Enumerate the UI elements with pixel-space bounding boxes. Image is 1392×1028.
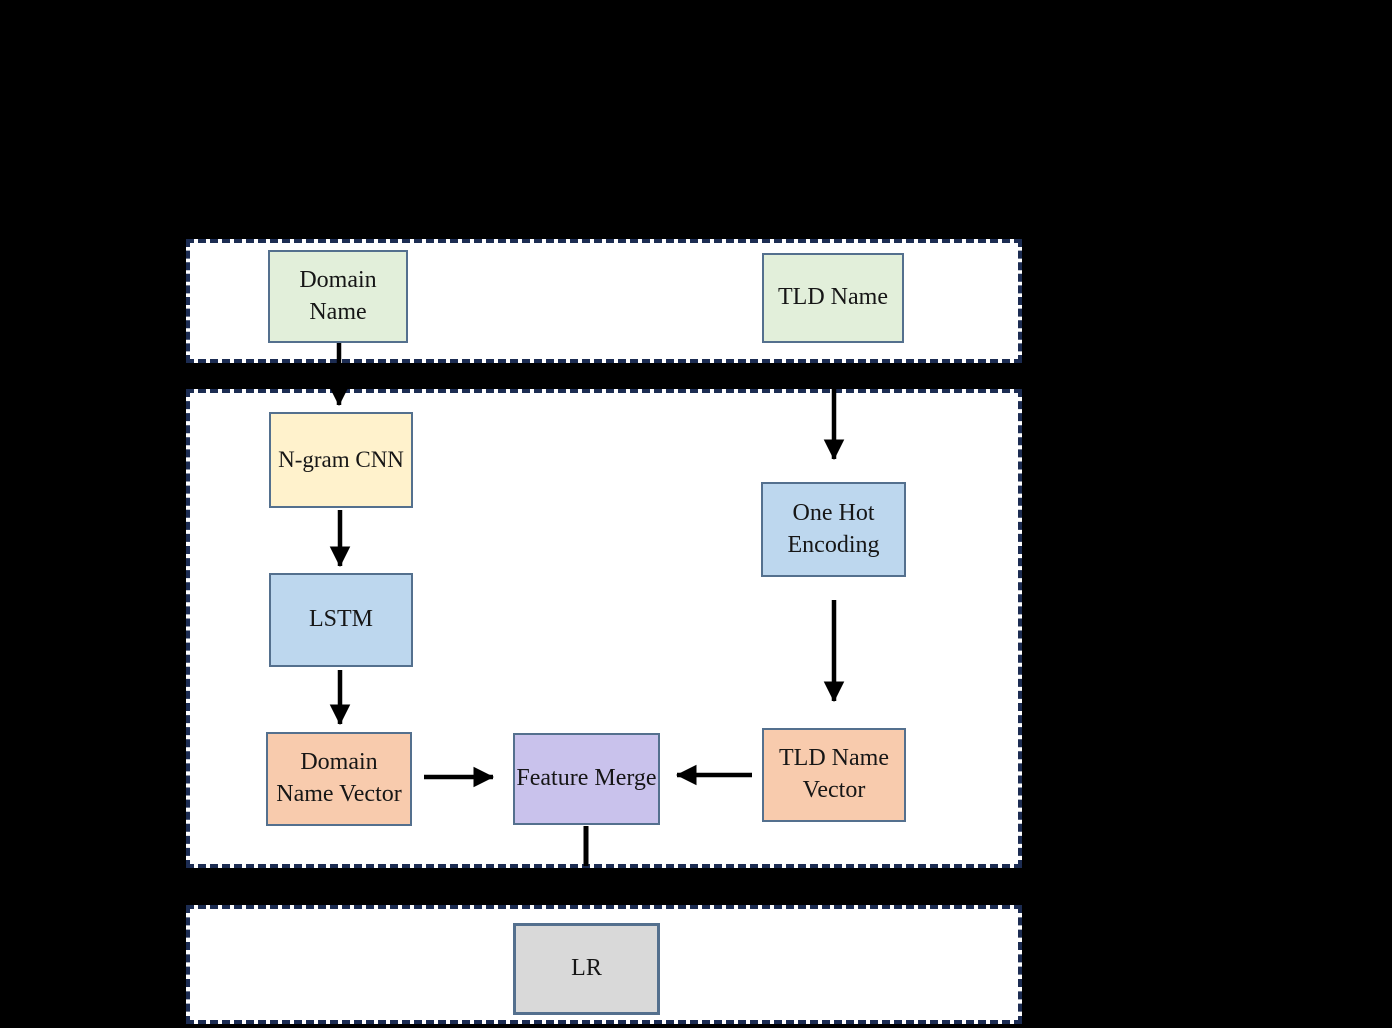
node-tld-name: TLD Name: [762, 253, 904, 343]
node-domain-name: Domain Name: [268, 250, 408, 343]
node-lr: LR: [513, 923, 660, 1015]
node-tld-name-vector: TLD Name Vector: [762, 728, 906, 822]
node-domain-name-vector: Domain Name Vector: [266, 732, 412, 826]
node-ngram-cnn: N-gram CNN: [269, 412, 413, 508]
node-one-hot-encoding: One Hot Encoding: [761, 482, 906, 577]
node-lstm: LSTM: [269, 573, 413, 667]
node-feature-merge: Feature Merge: [513, 733, 660, 825]
